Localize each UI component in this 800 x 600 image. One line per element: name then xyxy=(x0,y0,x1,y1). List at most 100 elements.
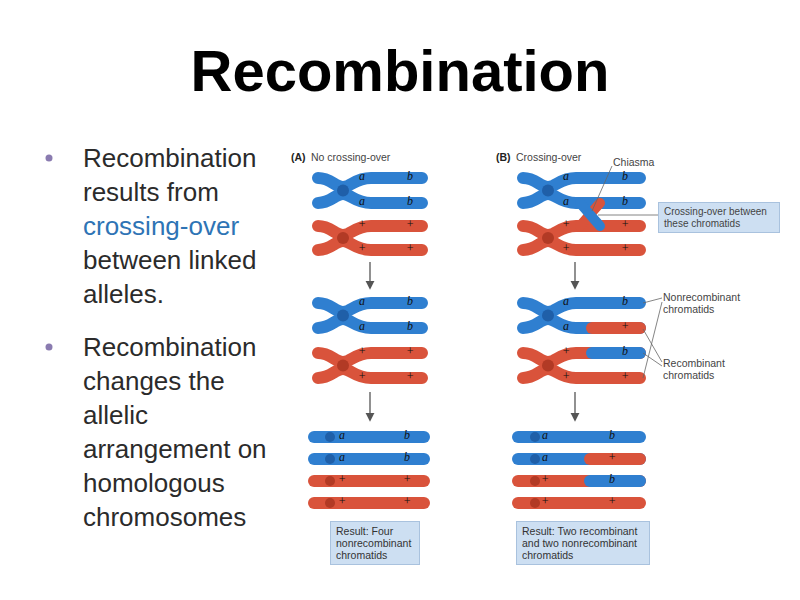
leader-line xyxy=(592,166,662,378)
recombinant-segment xyxy=(590,328,640,481)
recombinant-segment xyxy=(592,347,640,359)
allele-label: + xyxy=(358,345,366,357)
chromatid xyxy=(318,178,422,187)
chromatid xyxy=(314,178,424,459)
allele-label: a xyxy=(359,320,365,332)
result-box: Result: Two recombinant and two nonrecom… xyxy=(516,521,650,565)
allele-label: + xyxy=(338,495,346,507)
chiasma-cross xyxy=(580,203,600,226)
chromatid xyxy=(518,497,640,509)
chiasma-cross xyxy=(580,203,600,226)
allele-label: + xyxy=(358,242,366,254)
allele-label: b xyxy=(407,295,413,307)
allele-label: a xyxy=(542,429,548,441)
leader-line xyxy=(643,302,662,378)
chromatid xyxy=(518,178,640,459)
centromere xyxy=(325,185,349,465)
allele-label: b xyxy=(404,429,410,441)
allele-label: b xyxy=(407,170,413,182)
panel-letter: (B) xyxy=(496,151,511,163)
chromatid xyxy=(518,226,640,503)
leader-line xyxy=(643,353,662,366)
callout-label: Nonrecombinant chromatids xyxy=(663,291,745,315)
chromatid xyxy=(518,453,640,465)
chromatid xyxy=(518,431,640,443)
chromatid xyxy=(318,303,422,312)
bullet-dot xyxy=(46,155,53,351)
allele-label: b xyxy=(609,473,615,485)
recombinant-segment xyxy=(590,475,640,487)
callout-box: Crossing-over between these chromatids xyxy=(658,202,780,233)
allele-label: + xyxy=(562,370,570,382)
allele-label: + xyxy=(541,473,549,485)
centromere xyxy=(337,310,349,322)
bullet-text: Recombination changes the allelic arrang… xyxy=(83,332,267,532)
allele-label: + xyxy=(358,370,366,382)
chromatid xyxy=(318,194,422,203)
bullet-text: between linked alleles. xyxy=(83,245,256,309)
centromere xyxy=(325,476,335,486)
allele-label: + xyxy=(406,345,414,357)
allele-label: b xyxy=(404,451,410,463)
allele-label: + xyxy=(562,242,570,254)
step-arrow xyxy=(370,262,575,420)
allele-label: b xyxy=(407,320,413,332)
step-arrow xyxy=(574,392,575,420)
centromere xyxy=(325,498,335,508)
allele-label: + xyxy=(406,370,414,382)
step-arrow xyxy=(574,262,575,288)
allele-label: + xyxy=(621,218,629,230)
box-text: Result: Four nonrecombinant chromatids xyxy=(336,525,414,561)
chromatid xyxy=(518,475,640,487)
allele-label: + xyxy=(562,345,570,357)
bullet-paragraph: Recombination changes the allelic arrang… xyxy=(83,330,288,534)
allele-label: + xyxy=(406,218,414,230)
panel-title: Crossing-over xyxy=(516,151,581,163)
allele-label: + xyxy=(608,495,616,507)
allele-label: a xyxy=(359,295,365,307)
allele-label: a xyxy=(339,429,345,441)
allele-label: + xyxy=(621,320,629,332)
centromere xyxy=(542,232,554,244)
leader-line xyxy=(598,215,658,216)
centromere xyxy=(530,454,540,464)
bullet-text: Recombination results from xyxy=(83,143,256,207)
bullet-paragraph: Recombination results fromcrossing-overb… xyxy=(83,141,288,311)
allele-label: + xyxy=(358,218,366,230)
allele-label: + xyxy=(608,451,616,463)
leader-line xyxy=(643,298,662,303)
allele-label: a xyxy=(563,295,569,307)
chiasma-cross xyxy=(580,203,600,226)
centromere xyxy=(542,185,554,197)
allele-label: + xyxy=(621,370,629,382)
box-text: Result: Two recombinant and two nonrecom… xyxy=(522,525,644,561)
centromere xyxy=(337,360,349,372)
allele-label: a xyxy=(359,170,365,182)
centromere xyxy=(530,498,540,508)
callout-label: Recombinant chromatids xyxy=(663,357,745,381)
allele-label: a xyxy=(563,170,569,182)
allele-label: b xyxy=(622,295,628,307)
centromere xyxy=(542,360,554,372)
result-box: Result: Four nonrecombinant chromatids xyxy=(330,521,420,565)
bullet-dot xyxy=(46,155,53,162)
centromere xyxy=(530,185,554,465)
leader-line xyxy=(643,329,662,362)
step-arrow xyxy=(369,392,370,420)
centromere xyxy=(530,476,540,486)
allele-label: + xyxy=(406,242,414,254)
panel-letter: (A) xyxy=(291,151,306,163)
centromere xyxy=(530,432,540,442)
allele-label: + xyxy=(621,242,629,254)
chromatid xyxy=(318,319,422,328)
allele-label: b xyxy=(407,195,413,207)
recombinant-segment xyxy=(592,322,640,334)
panel-title: No crossing-over xyxy=(311,151,390,163)
centromere xyxy=(530,232,554,508)
allele-label: a xyxy=(542,451,548,463)
allele-label: a xyxy=(563,195,569,207)
centromere xyxy=(325,432,335,442)
allele-label: + xyxy=(562,218,570,230)
slide-title: Recombination xyxy=(0,36,800,106)
